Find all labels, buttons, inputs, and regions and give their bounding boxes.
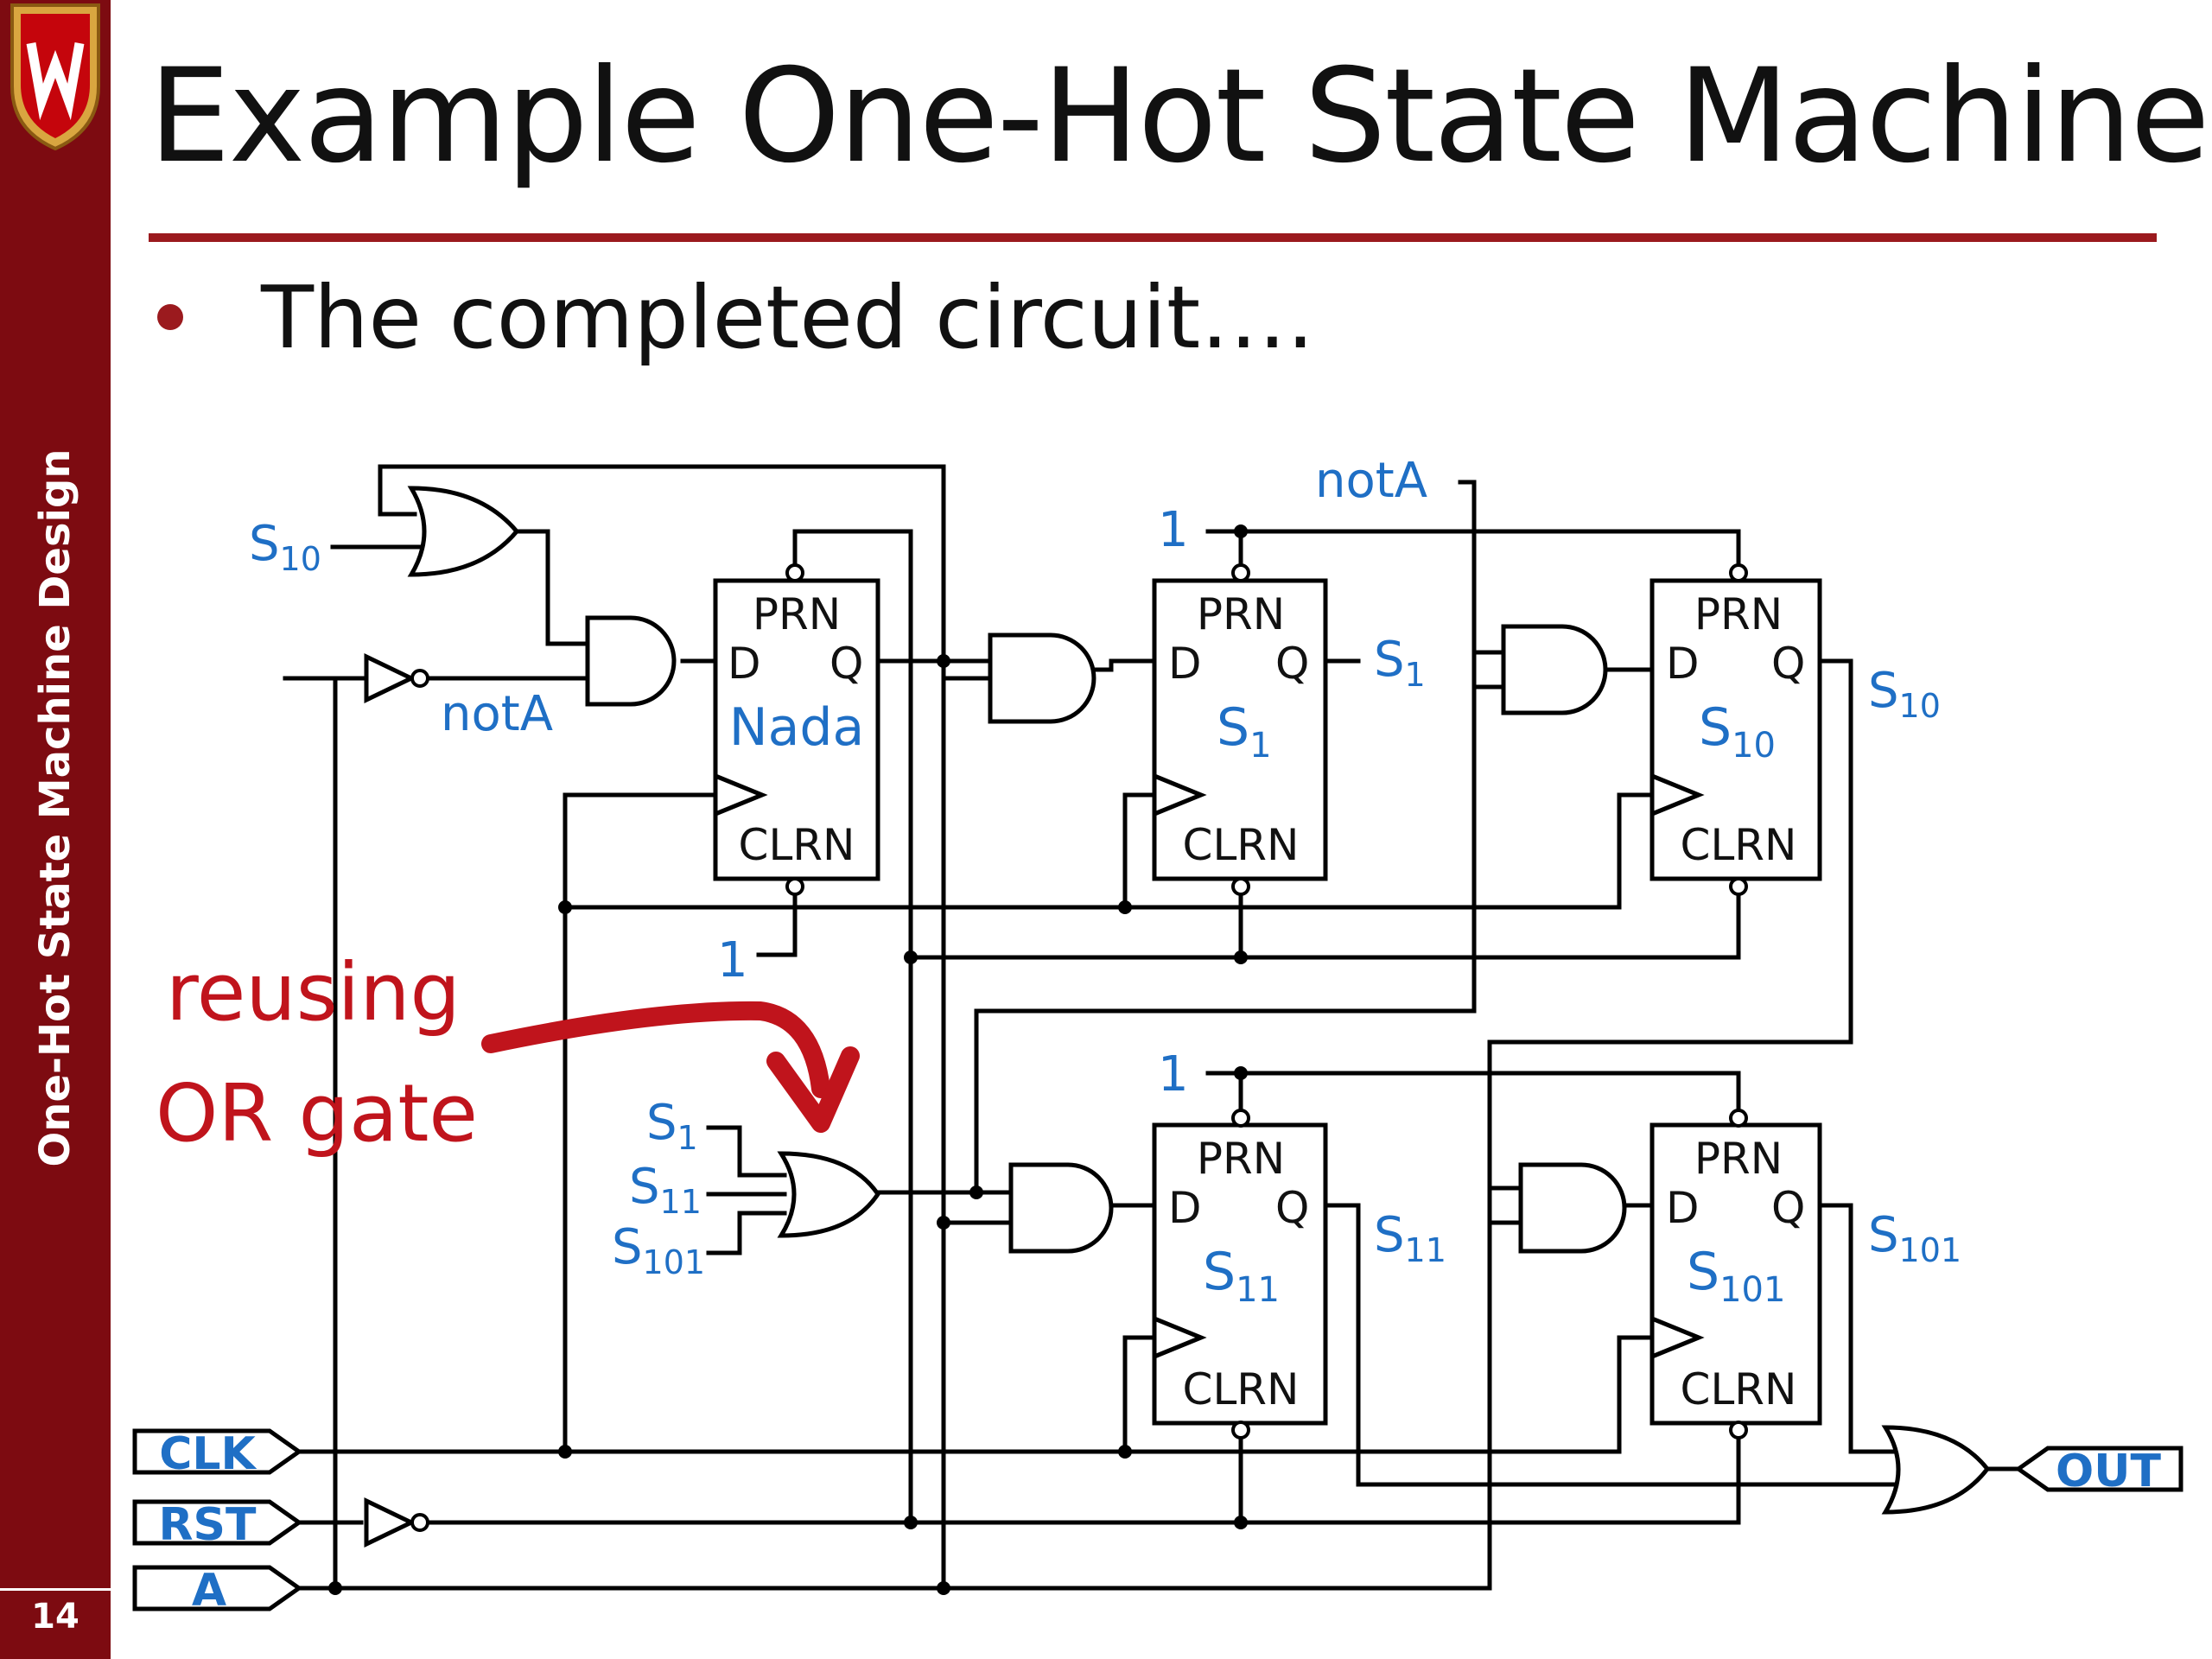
wires <box>283 464 2021 1591</box>
or-gate-top <box>407 486 520 577</box>
ff-d-label: D <box>1666 639 1700 689</box>
label-s10-input: S10 <box>249 516 321 578</box>
label-s101-or-input: S101 <box>612 1219 705 1281</box>
ff-clrn-label: CLRN <box>1681 820 1797 870</box>
and-gate-2 <box>988 632 1096 724</box>
ff-prn-label: PRN <box>1694 589 1783 639</box>
annotation-line-2: OR gate <box>156 1067 478 1160</box>
label-one-nada-clrn: 1 <box>717 932 748 988</box>
ff-state-name: S101 <box>1687 1242 1785 1310</box>
port-out: OUT <box>2014 1446 2183 1497</box>
annotation-arrow-icon <box>481 1001 830 1098</box>
ff-d-label: D <box>728 639 761 689</box>
ff-state-name: Nada <box>729 697 865 758</box>
or-gate-out <box>1881 1425 1991 1515</box>
ff-clrn-label: CLRN <box>1183 820 1300 870</box>
ff-prn-label: PRN <box>1694 1134 1783 1184</box>
ff-q-label: Q <box>1275 639 1309 689</box>
ff-state-name: S11 <box>1203 1242 1280 1310</box>
label-s11-output: S11 <box>1374 1207 1446 1269</box>
label-s101-output: S101 <box>1868 1207 1961 1269</box>
port-label: CLK <box>159 1428 257 1480</box>
annotation-line-1: reusing <box>166 946 461 1039</box>
flipflop-nada: PRN D Q Nada CLRN <box>713 563 880 896</box>
ff-clrn-label: CLRN <box>1681 1364 1797 1414</box>
bullet-icon <box>157 304 183 330</box>
and-gate-1 <box>585 615 677 707</box>
port-label: OUT <box>2056 1446 2161 1497</box>
and-gate-3 <box>1501 624 1608 715</box>
ff-clrn-label: CLRN <box>1183 1364 1300 1414</box>
label-one-top: 1 <box>1158 502 1189 558</box>
slide-title: Example One-Hot State Machine <box>149 41 2210 192</box>
ff-state-name: S1 <box>1217 697 1272 766</box>
flipflop-s11: PRN D Q S11 CLRN <box>1152 1109 1328 1440</box>
flipflop-s10: PRN D Q S10 CLRN <box>1649 563 1822 896</box>
ff-d-label: D <box>1666 1183 1700 1233</box>
sidebar-divider <box>0 1588 111 1591</box>
and-gate-4 <box>1008 1162 1114 1254</box>
label-s1-or-input: S1 <box>646 1095 698 1157</box>
ff-q-label: Q <box>1771 1183 1805 1233</box>
port-clk: CLK <box>132 1428 303 1480</box>
ff-q-label: Q <box>830 639 863 689</box>
label-s10-output: S10 <box>1868 663 1941 725</box>
label-one-bottom: 1 <box>1158 1046 1189 1103</box>
title-underline <box>149 233 2157 242</box>
port-label: RST <box>159 1499 257 1551</box>
junction-dots <box>328 524 1248 1595</box>
label-nota-left: notA <box>441 686 553 742</box>
not-gate-rst <box>364 1497 429 1548</box>
ff-d-label: D <box>1168 639 1202 689</box>
signal-labels: S10 notA notA 1 1 1 S1 S10 S11 S101 S1 S… <box>249 453 1961 1281</box>
label-nota-top: notA <box>1315 453 1427 509</box>
slide-number: 14 <box>31 1597 79 1637</box>
or-gate-reused <box>777 1151 881 1238</box>
ff-prn-label: PRN <box>1197 589 1285 639</box>
ff-state-name: S10 <box>1699 697 1776 766</box>
ff-clrn-label: CLRN <box>739 820 855 870</box>
ff-q-label: Q <box>1771 639 1805 689</box>
sidebar: One-Hot State Machine Design 14 <box>0 0 111 1659</box>
port-a: A <box>132 1565 303 1617</box>
flipflop-s101: PRN D Q S101 CLRN <box>1649 1109 1822 1440</box>
port-rst: RST <box>132 1499 303 1551</box>
bullet-text: The completed circuit…. <box>261 267 1314 368</box>
university-crest-icon <box>10 3 100 151</box>
ff-prn-label: PRN <box>753 589 841 639</box>
ff-q-label: Q <box>1275 1183 1309 1233</box>
port-label: A <box>192 1565 226 1617</box>
ff-d-label: D <box>1168 1183 1202 1233</box>
annotation-reusing-or-gate: reusing OR gate <box>156 946 860 1160</box>
not-gate-a <box>364 653 429 703</box>
and-gate-5 <box>1518 1162 1627 1254</box>
label-s11-or-input: S11 <box>629 1159 702 1221</box>
ff-prn-label: PRN <box>1197 1134 1285 1184</box>
flipflop-s1: PRN D Q S1 CLRN <box>1152 563 1328 896</box>
label-s1-output: S1 <box>1374 632 1426 694</box>
